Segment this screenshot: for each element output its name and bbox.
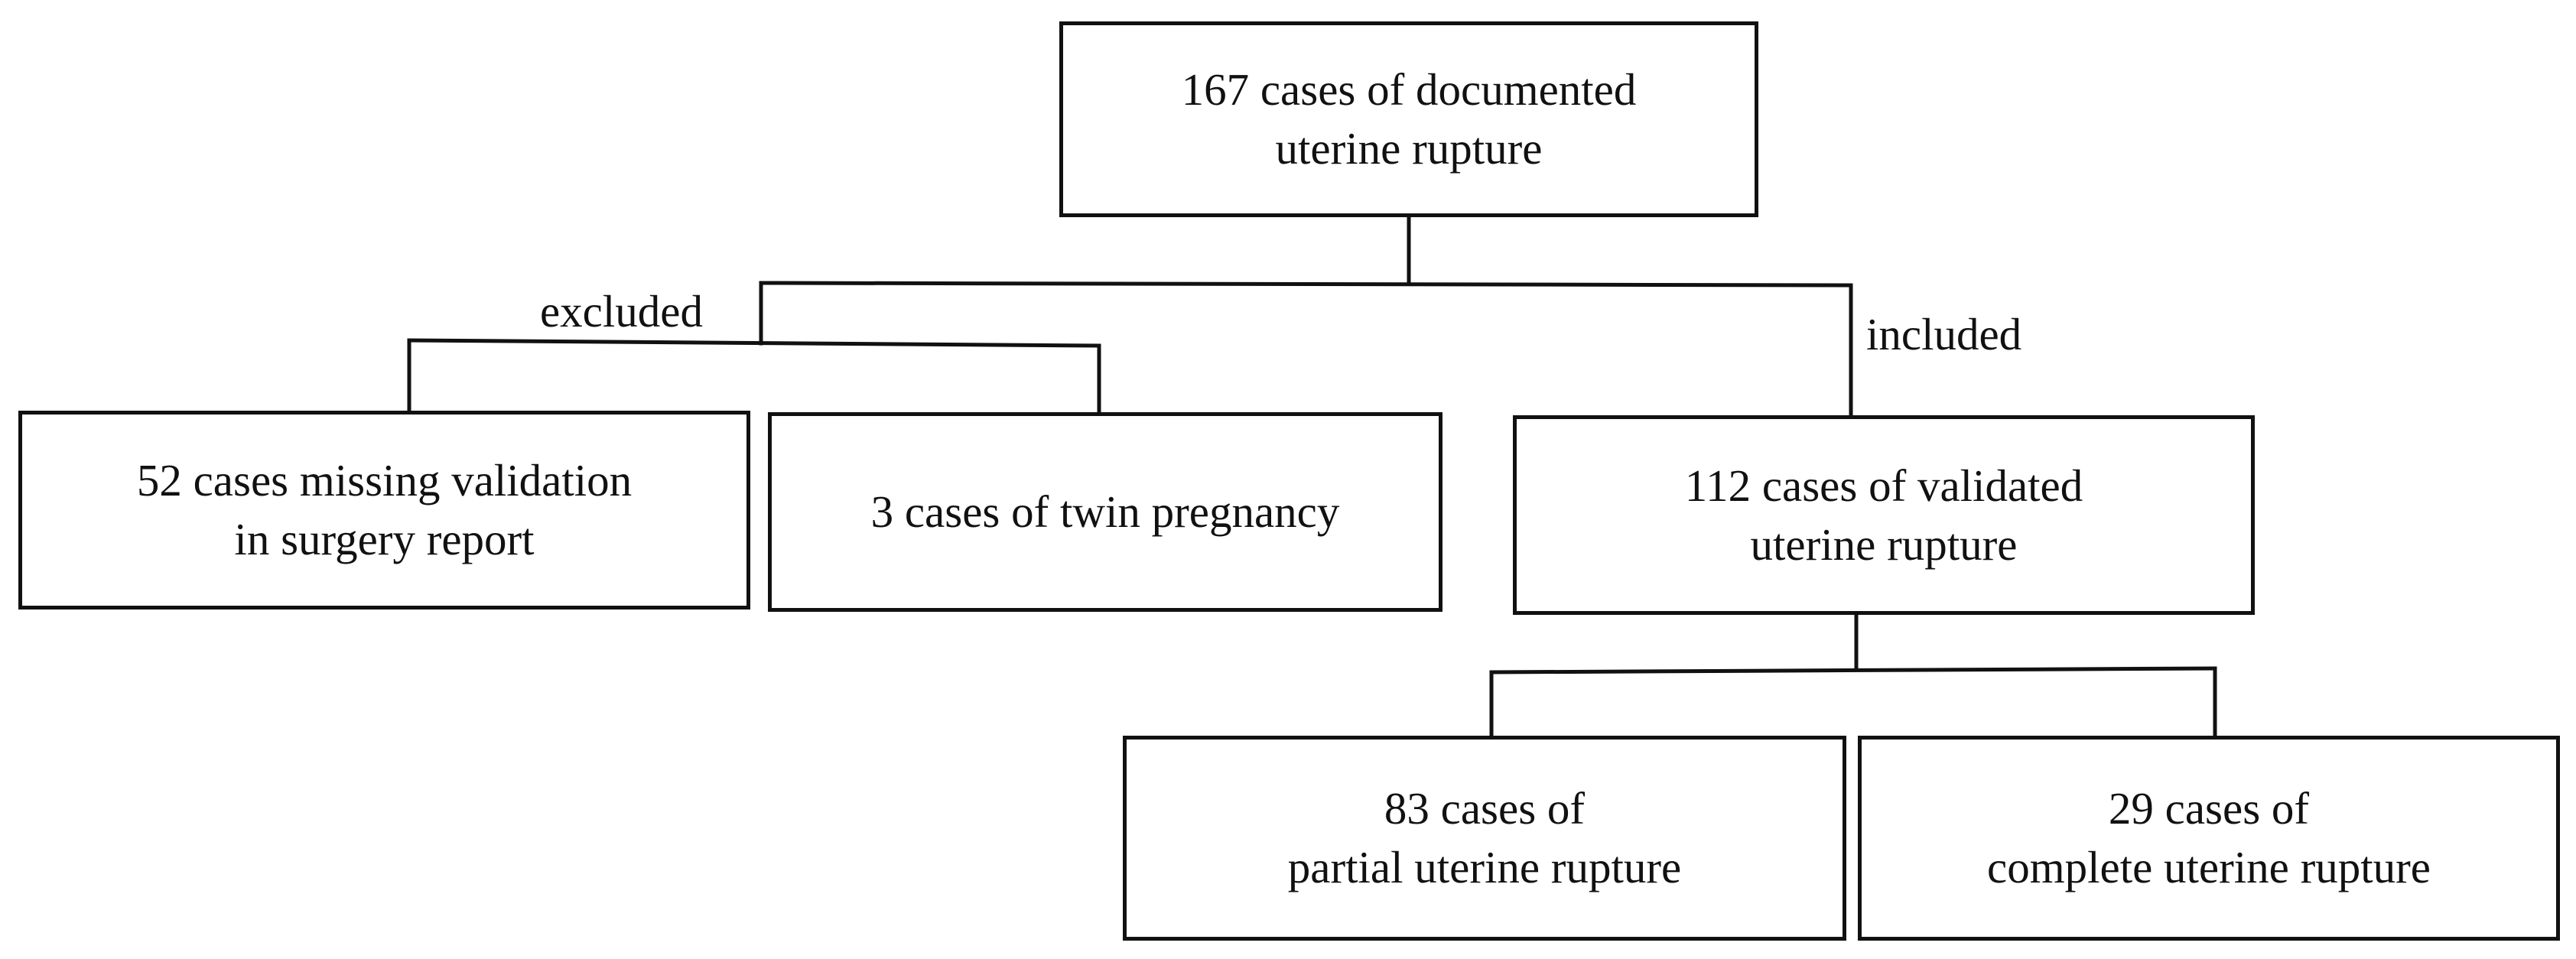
twin-pregnancy-line1: 3 cases of twin pregnancy [870, 486, 1340, 537]
complete-rupture-line1: 29 cases of [2108, 783, 2310, 834]
partial-rupture-line2: partial uterine rupture [1287, 842, 1682, 892]
connector-main-split [759, 281, 1853, 288]
validated-line1: 112 cases of validated [1684, 460, 2083, 511]
connector-subtype-split [1489, 666, 2217, 675]
root-box-line2: uterine rupture [1275, 123, 1543, 174]
root-box: 167 cases of documented uterine rupture [1059, 21, 1758, 217]
root-box-line1: 167 cases of documented [1181, 64, 1637, 115]
validated-line2: uterine rupture [1750, 519, 2018, 570]
validated-box: 112 cases of validated uterine rupture [1513, 415, 2255, 615]
included-label: included [1866, 309, 2022, 359]
partial-rupture-box: 83 cases of partial uterine rupture [1123, 736, 1846, 941]
complete-rupture-box: 29 cases of complete uterine rupture [1858, 736, 2560, 941]
complete-rupture-line2: complete uterine rupture [1987, 842, 2431, 892]
missing-validation-line1: 52 cases missing validation [136, 455, 633, 506]
excluded-label: excluded [540, 286, 703, 336]
partial-rupture-line1: 83 cases of [1384, 783, 1586, 834]
twin-pregnancy-box: 3 cases of twin pregnancy [768, 412, 1442, 612]
missing-validation-box: 52 cases missing validation in surgery r… [18, 411, 750, 610]
connector-excluded-split [407, 338, 1101, 348]
missing-validation-line2: in surgery report [234, 514, 535, 564]
